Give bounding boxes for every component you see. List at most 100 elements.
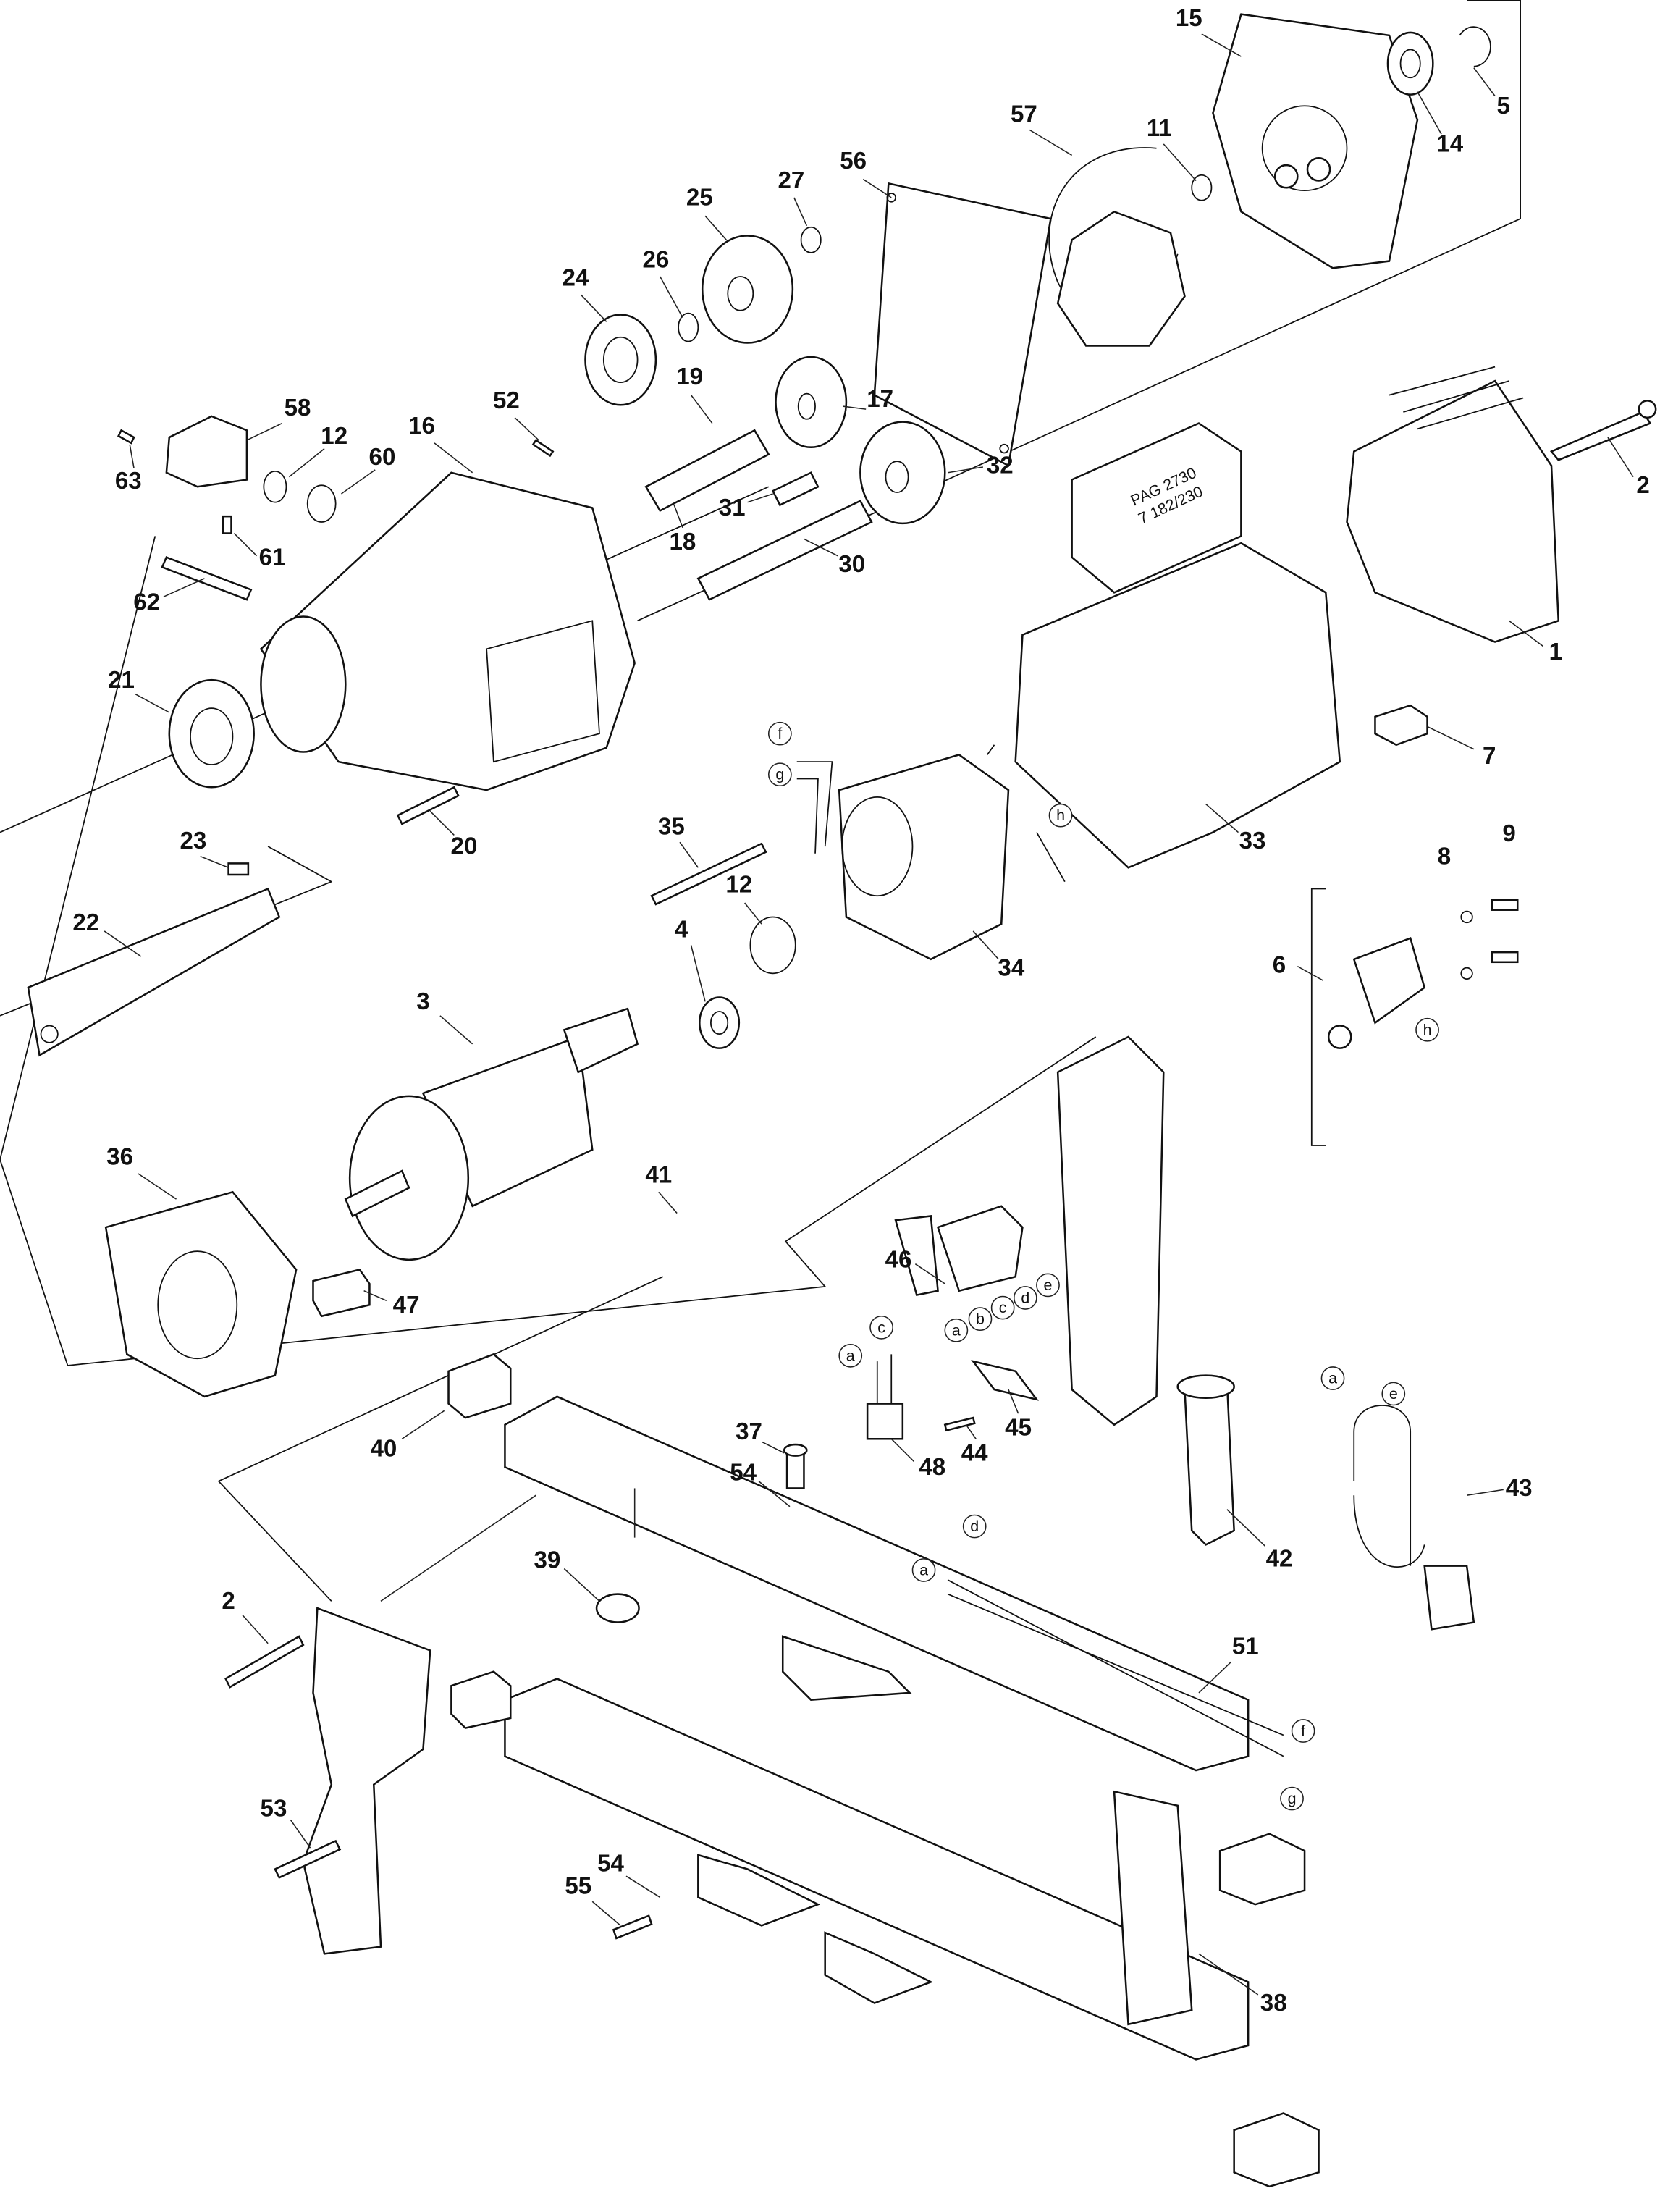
callout-16: 16 bbox=[408, 413, 435, 440]
svg-text:e: e bbox=[1389, 1385, 1398, 1403]
callout-35: 35 bbox=[658, 813, 685, 840]
callout-18: 18 bbox=[670, 529, 696, 555]
wire-marker-a: a bbox=[1320, 1366, 1345, 1390]
callout-2: 2 bbox=[1636, 472, 1649, 499]
wire-marker-e: e bbox=[1381, 1382, 1406, 1406]
svg-text:e: e bbox=[1044, 1277, 1053, 1294]
part-33-motor-housing: PAG 2730 7 182/230 bbox=[1014, 422, 1341, 869]
part-58-clamp-knob bbox=[165, 415, 248, 488]
callout-54b: 54 bbox=[597, 1850, 624, 1877]
wire-marker-a: a bbox=[838, 1343, 863, 1368]
callout-42: 42 bbox=[1266, 1546, 1293, 1573]
part-43-power-cord bbox=[1353, 1405, 1475, 1631]
callout-14: 14 bbox=[1436, 131, 1463, 158]
callout-8: 8 bbox=[1438, 843, 1451, 870]
part-35-screw bbox=[650, 842, 767, 906]
part-11-ring bbox=[1191, 174, 1213, 201]
wire-marker-a: a bbox=[944, 1318, 969, 1342]
callout-40: 40 bbox=[370, 1436, 397, 1463]
callout-38: 38 bbox=[1260, 1990, 1287, 2017]
part-46-switch bbox=[894, 1205, 1024, 1297]
svg-text:a: a bbox=[1328, 1369, 1337, 1387]
part-21-bearing bbox=[168, 678, 255, 789]
callout-46: 46 bbox=[885, 1247, 912, 1274]
part-2-screw bbox=[1549, 400, 1657, 461]
svg-text:d: d bbox=[970, 1518, 979, 1535]
callout-47: 47 bbox=[393, 1292, 420, 1319]
callout-6: 6 bbox=[1273, 951, 1286, 978]
part-51-wires bbox=[947, 1579, 1284, 1757]
part-6-brush-holder bbox=[1327, 899, 1519, 1049]
wire-marker-c: c bbox=[990, 1295, 1015, 1320]
wire-marker-d: d bbox=[1013, 1286, 1037, 1310]
part-63-pin bbox=[117, 429, 135, 445]
callout-30: 30 bbox=[838, 551, 865, 578]
callout-27: 27 bbox=[778, 167, 805, 194]
callout-51: 51 bbox=[1232, 1633, 1259, 1660]
part-37-bolt bbox=[783, 1443, 808, 1489]
callout-17: 17 bbox=[867, 386, 893, 413]
leader-lines bbox=[104, 33, 1634, 1996]
part-31-key bbox=[771, 471, 820, 507]
svg-text:g: g bbox=[1288, 1790, 1297, 1807]
callout-20: 20 bbox=[451, 833, 478, 860]
svg-text:h: h bbox=[1056, 807, 1065, 824]
svg-text:g: g bbox=[775, 766, 784, 783]
part-12-o-ring bbox=[263, 470, 287, 503]
callout-4: 4 bbox=[675, 917, 688, 943]
wire-marker-c: c bbox=[869, 1315, 893, 1340]
callout-19: 19 bbox=[676, 363, 703, 390]
svg-text:a: a bbox=[919, 1561, 928, 1578]
callout-32: 32 bbox=[987, 453, 1014, 479]
callout-31: 31 bbox=[719, 495, 746, 521]
callout-15: 15 bbox=[1176, 5, 1202, 32]
callout-55: 55 bbox=[565, 1873, 591, 1900]
part-stator-wires bbox=[796, 744, 1066, 883]
part-lower-frame-bar bbox=[504, 1678, 1250, 2061]
callout-11: 11 bbox=[1147, 115, 1172, 142]
svg-text:a: a bbox=[952, 1321, 961, 1339]
svg-text:f: f bbox=[1301, 1723, 1305, 1740]
part-23-key bbox=[227, 862, 250, 876]
callout-26: 26 bbox=[642, 246, 669, 273]
part-47-block bbox=[312, 1269, 371, 1318]
callout-36: 36 bbox=[106, 1143, 133, 1170]
svg-text:d: d bbox=[1021, 1289, 1029, 1306]
callout-33: 33 bbox=[1239, 828, 1266, 854]
part-48-capacitor bbox=[866, 1354, 904, 1440]
part-45-cord-clamp bbox=[971, 1360, 1040, 1401]
part-17-gear bbox=[775, 356, 848, 448]
wire-marker-b: b bbox=[968, 1307, 993, 1332]
callout-58: 58 bbox=[285, 395, 311, 421]
part-1-rear-cover bbox=[1346, 366, 1560, 643]
svg-text:c: c bbox=[877, 1319, 885, 1336]
callout-41: 41 bbox=[645, 1162, 672, 1189]
part-end-caps bbox=[450, 1670, 1320, 2188]
part-39-grommet bbox=[595, 1593, 640, 1623]
part-30-spindle bbox=[696, 500, 873, 601]
part-26-washer bbox=[678, 312, 699, 342]
part-handle-bracket bbox=[302, 1607, 431, 1955]
callout-56: 56 bbox=[840, 148, 867, 174]
part-20-screw bbox=[396, 786, 460, 825]
part-62-shaft bbox=[161, 556, 253, 601]
callout-12b: 12 bbox=[725, 871, 752, 898]
part-27-ring bbox=[800, 226, 822, 253]
part-upper-frame-bar bbox=[504, 1395, 1250, 1772]
svg-text:h: h bbox=[1423, 1021, 1432, 1038]
wire-marker-g: g bbox=[767, 762, 792, 787]
callout-25: 25 bbox=[686, 185, 713, 211]
callout-21: 21 bbox=[108, 667, 135, 694]
callout-23: 23 bbox=[180, 828, 206, 854]
part-42-strain-relief bbox=[1176, 1374, 1235, 1546]
svg-text:b: b bbox=[976, 1311, 985, 1328]
callout-61: 61 bbox=[259, 544, 286, 571]
part-15-end-plate bbox=[1212, 13, 1419, 269]
part-53-screw bbox=[274, 1839, 342, 1879]
callout-62: 62 bbox=[133, 589, 160, 616]
part-16-gear-housing bbox=[259, 471, 636, 791]
callout-12: 12 bbox=[321, 423, 347, 450]
part-61-spring bbox=[222, 515, 232, 534]
part-25-gear bbox=[701, 235, 794, 344]
